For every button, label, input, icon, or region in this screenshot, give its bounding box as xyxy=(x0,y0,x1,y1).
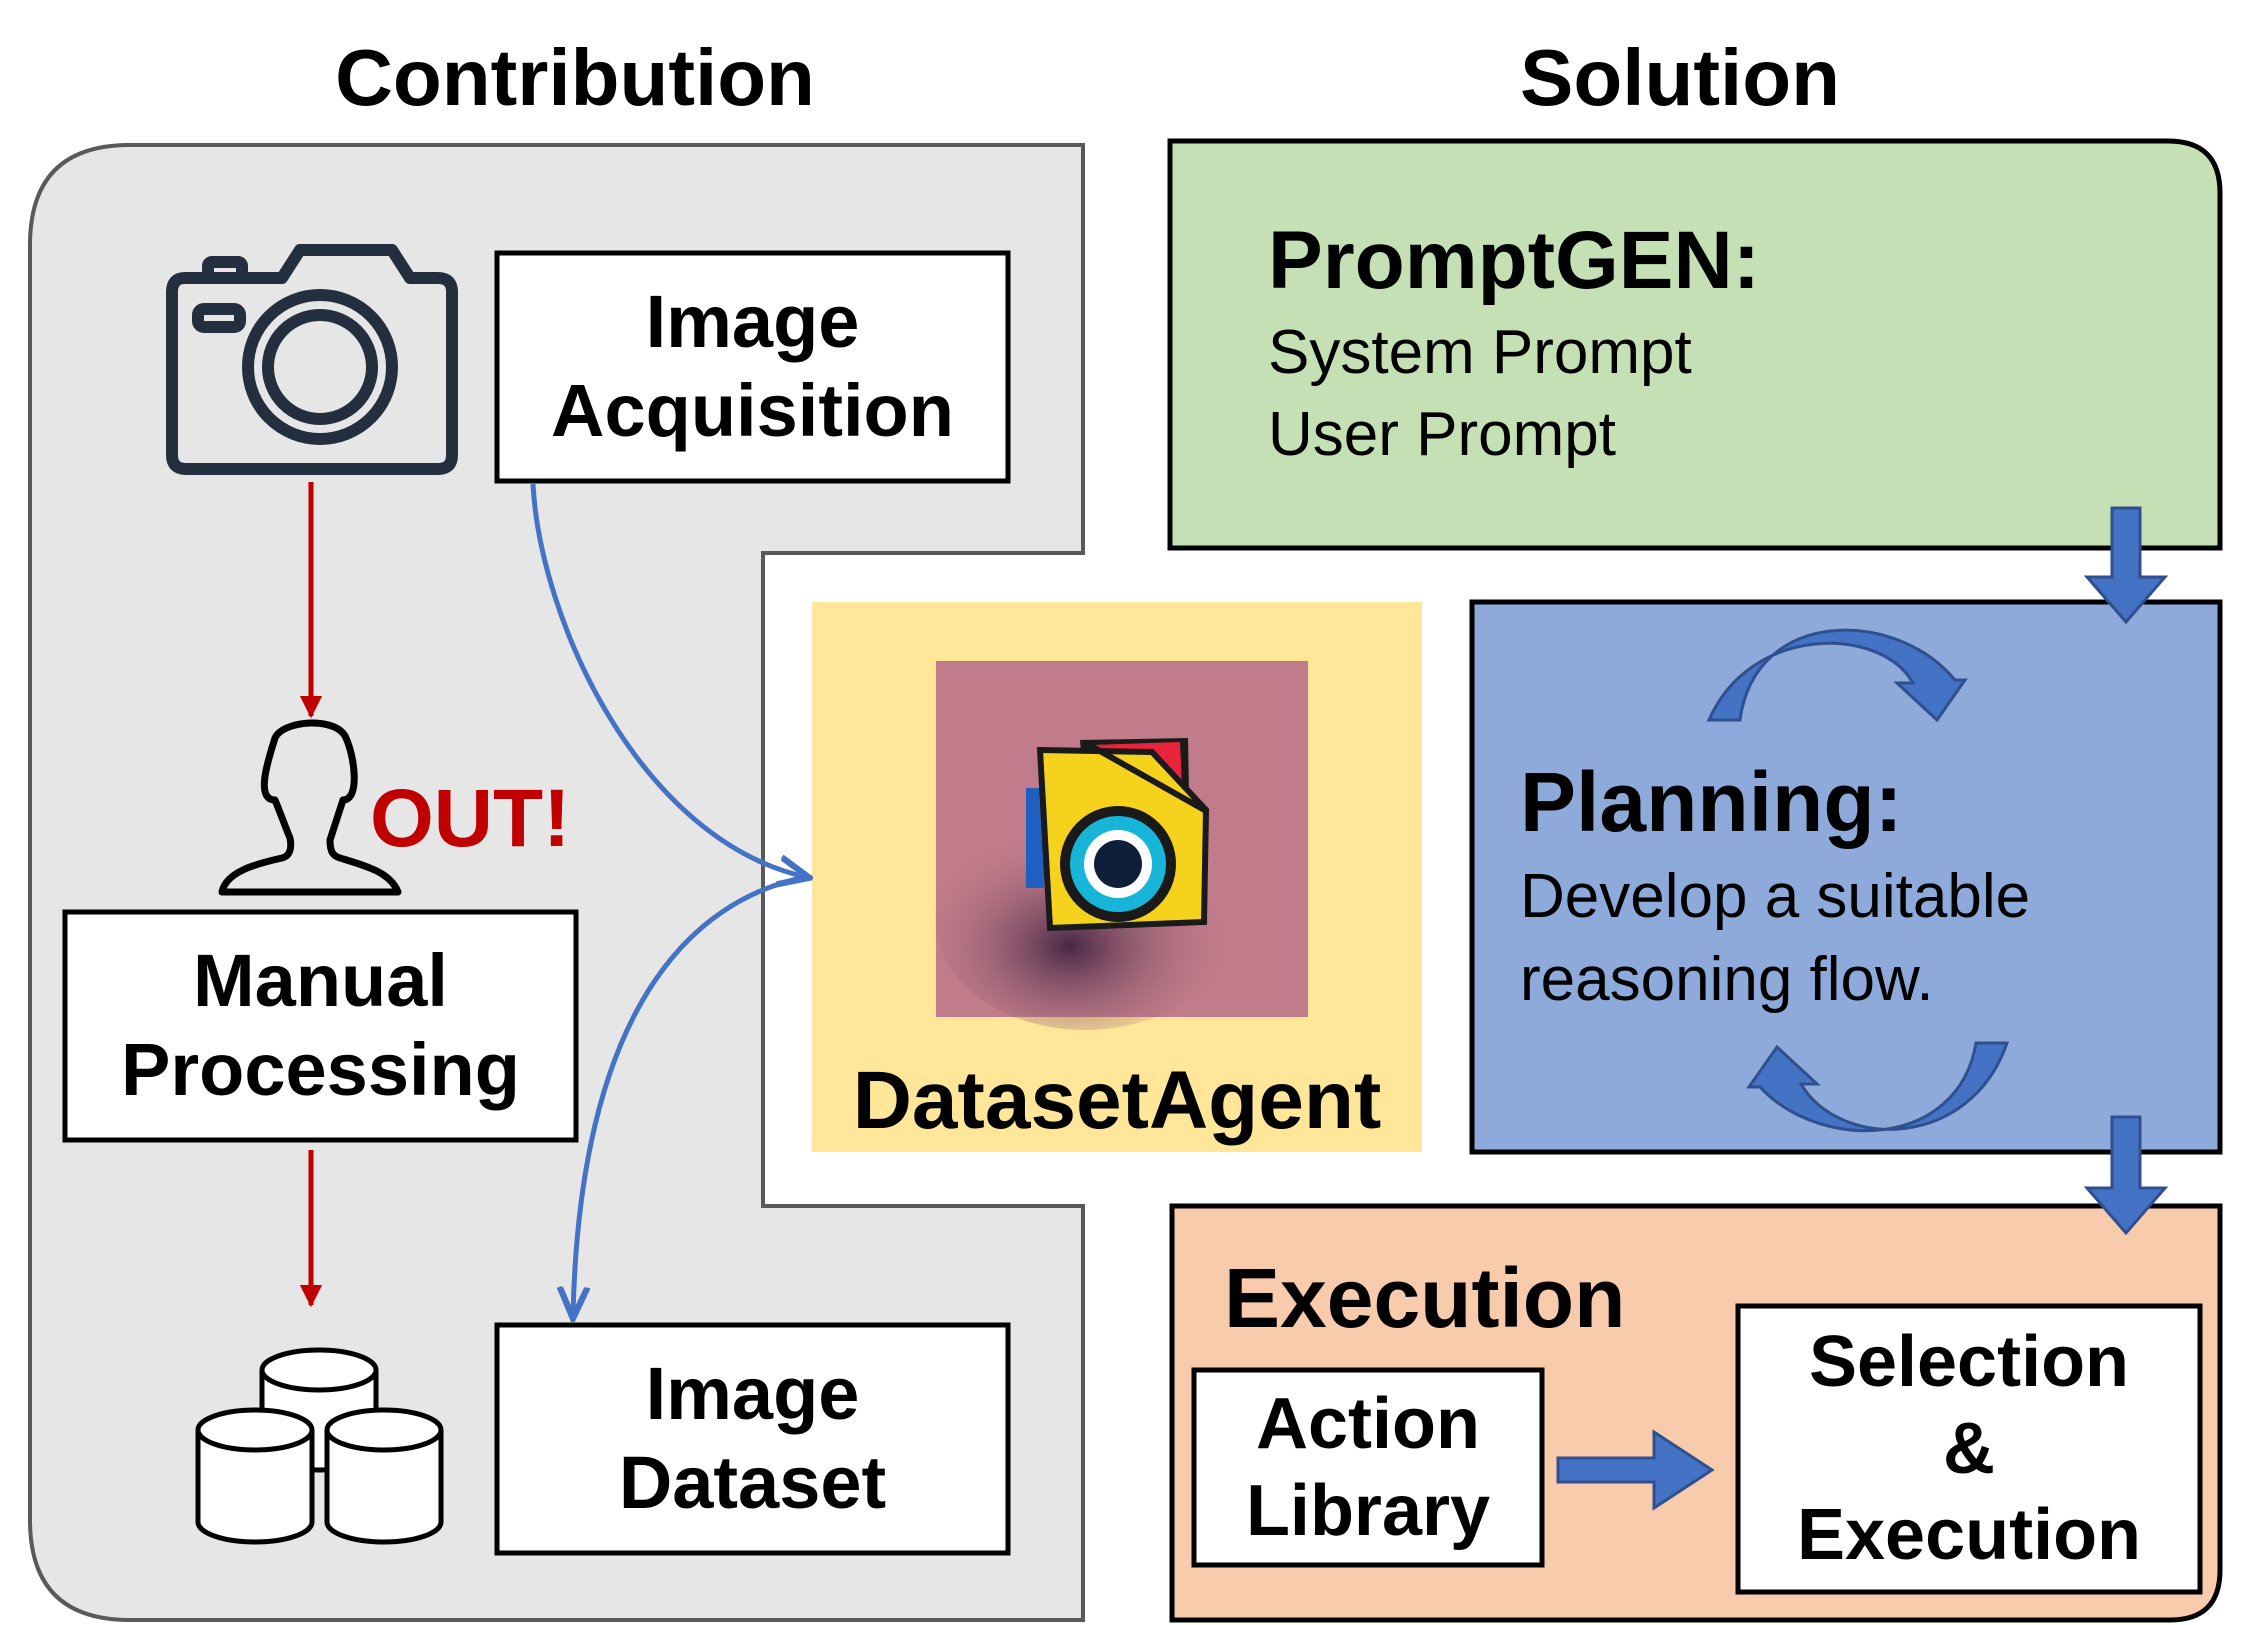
camera-icon xyxy=(166,244,458,475)
dataset-agent-label: DatasetAgent xyxy=(852,1055,1382,1146)
selection-execution-box xyxy=(1735,1303,2203,1595)
promptgen-panel xyxy=(1167,138,2223,551)
acquisition-to-agent-arrow xyxy=(530,483,806,877)
solution-header: Solution xyxy=(1520,33,1840,122)
image-dataset-box xyxy=(494,1322,1011,1556)
action-library-box xyxy=(1191,1367,1545,1568)
planning-to-execution-arrow xyxy=(2083,1115,2169,1236)
promptgen-item-system: System Prompt xyxy=(1268,318,1692,387)
library-to-selection-arrow xyxy=(1556,1429,1715,1511)
image-acquisition-label: Image Acquisition xyxy=(551,280,954,452)
planning-line-1: Develop a suitable xyxy=(1520,862,2031,931)
planning-panel xyxy=(1469,599,2223,1155)
promptgen-title: PromptGEN: xyxy=(1268,215,1761,306)
image-acquisition-box xyxy=(494,250,1011,484)
planning-line-2: reasoning flow. xyxy=(1520,945,1934,1014)
image-dataset-label: Image Dataset xyxy=(618,1352,887,1524)
contribution-panel xyxy=(28,143,1085,1622)
database-icon xyxy=(195,1347,444,1545)
promptgen-to-planning-arrow xyxy=(2083,506,2169,625)
person-icon xyxy=(218,719,402,896)
contribution-header: Contribution xyxy=(335,33,815,122)
cycle-arrow-top xyxy=(1706,628,1968,723)
manual-processing-label: Manual Processing xyxy=(121,939,520,1111)
action-library-label: Action Library xyxy=(1245,1384,1491,1551)
promptgen-item-user: User Prompt xyxy=(1268,400,1616,469)
cycle-arrow-bottom xyxy=(1746,1041,2010,1133)
planning-title: Planning: xyxy=(1520,755,1903,849)
execution-title: Execution xyxy=(1224,1251,1626,1345)
out-label: OUT! xyxy=(370,773,571,864)
manual-processing-box xyxy=(62,909,579,1143)
agent-to-dataset-arrow xyxy=(573,874,807,1315)
selection-execution-label: Selection & Execution xyxy=(1796,1322,2142,1576)
dataset-agent-logo-icon xyxy=(935,661,1308,1030)
